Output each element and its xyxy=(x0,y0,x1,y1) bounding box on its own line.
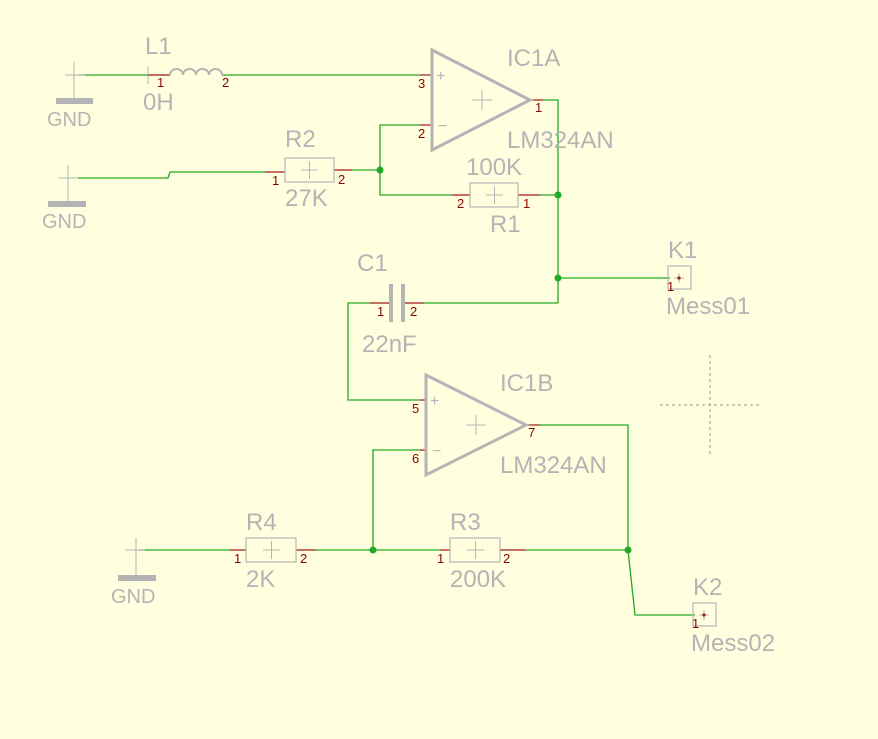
component-value: 22nF xyxy=(362,331,417,358)
component-name: IC1B xyxy=(500,370,553,397)
component-name: K1 xyxy=(668,237,697,264)
cursor-crosshair xyxy=(660,355,760,455)
connector-k1: 1 K1 Mess01 xyxy=(666,237,750,320)
pin-number: 1 xyxy=(535,100,542,115)
junction-dot xyxy=(554,274,562,282)
pin-number: 3 xyxy=(418,76,425,91)
pin-number: 2 xyxy=(457,196,464,211)
wire-ic1a-out xyxy=(543,99,559,303)
pin-number: 1 xyxy=(157,75,164,90)
minus-sign: − xyxy=(438,118,447,135)
component-name: IC1A xyxy=(507,45,560,72)
plus-sign: + xyxy=(436,68,445,85)
junction-dot xyxy=(369,546,377,554)
plus-sign: + xyxy=(430,393,439,410)
component-value: 100K xyxy=(466,154,522,181)
wires xyxy=(78,74,695,616)
wire-node-ic1a-minus xyxy=(379,124,420,170)
component-value: Mess01 xyxy=(666,293,750,320)
pin-number: 2 xyxy=(418,126,425,141)
component-name: L1 xyxy=(145,33,172,60)
ground-symbol-3: GND xyxy=(111,538,156,608)
pin-number: 2 xyxy=(222,75,229,90)
component-value: LM324AN xyxy=(507,127,614,154)
minus-sign: − xyxy=(432,443,441,460)
ground-symbol-1: GND xyxy=(47,62,93,131)
junction-dot xyxy=(554,191,562,199)
component-value: 27K xyxy=(285,185,328,212)
pin-number: 1 xyxy=(667,279,674,294)
junction-dot xyxy=(624,546,632,554)
resistor-r4: 1 2 R4 2K xyxy=(230,509,316,593)
pin-number: 1 xyxy=(377,304,384,319)
pin-number: 1 xyxy=(234,551,241,566)
pin-number: 2 xyxy=(300,551,307,566)
component-name: R3 xyxy=(450,509,481,536)
pin-number: 6 xyxy=(412,451,419,466)
pin-number: 1 xyxy=(692,616,699,631)
wire-node-r1 xyxy=(379,170,452,196)
capacitor-c1: 1 2 C1 22nF xyxy=(357,250,424,358)
ground-label: GND xyxy=(47,109,91,131)
component-value: 0H xyxy=(143,89,174,116)
component-value: Mess02 xyxy=(691,630,775,657)
connector-k2: 1 K2 Mess02 xyxy=(691,574,775,657)
resistor-r1: 2 1 100K R1 xyxy=(452,154,540,238)
pin-number: 1 xyxy=(523,196,530,211)
component-name: R1 xyxy=(490,211,521,238)
wire-ic1b-out xyxy=(540,424,629,550)
component-value: LM324AN xyxy=(500,452,607,479)
opamp-ic1b: + − 5 6 7 IC1B LM324AN xyxy=(412,370,607,479)
ground-symbol-2: GND xyxy=(42,165,86,233)
resistor-r2: 1 2 R2 27K xyxy=(265,126,352,212)
ground-label: GND xyxy=(42,211,86,233)
pin-number: 2 xyxy=(410,304,417,319)
pin-number: 1 xyxy=(272,173,279,188)
wire-node-k2 xyxy=(627,549,695,616)
junction-dot xyxy=(376,166,384,174)
component-name: R2 xyxy=(285,126,316,153)
component-name: C1 xyxy=(357,250,388,277)
pin-number: 1 xyxy=(437,551,444,566)
opamp-ic1a: + − 3 2 1 IC1A LM324AN xyxy=(418,45,614,154)
component-value: 2K xyxy=(246,566,275,593)
pin-number: 5 xyxy=(412,401,419,416)
component-name: R4 xyxy=(246,509,277,536)
inductor-l1: 1 2 L1 0H xyxy=(143,33,229,116)
pin-number: 2 xyxy=(503,551,510,566)
component-name: K2 xyxy=(693,574,722,601)
wire-gnd2-r2 xyxy=(78,171,265,179)
component-value: 200K xyxy=(450,566,506,593)
pin-number: 7 xyxy=(528,425,535,440)
wire-c1-ic1b-plus xyxy=(347,302,420,401)
wire-ic1b-minus-node xyxy=(372,449,420,550)
ground-label: GND xyxy=(111,586,155,608)
pin-number: 2 xyxy=(338,172,345,187)
resistor-r3: 1 2 R3 200K xyxy=(437,509,525,593)
